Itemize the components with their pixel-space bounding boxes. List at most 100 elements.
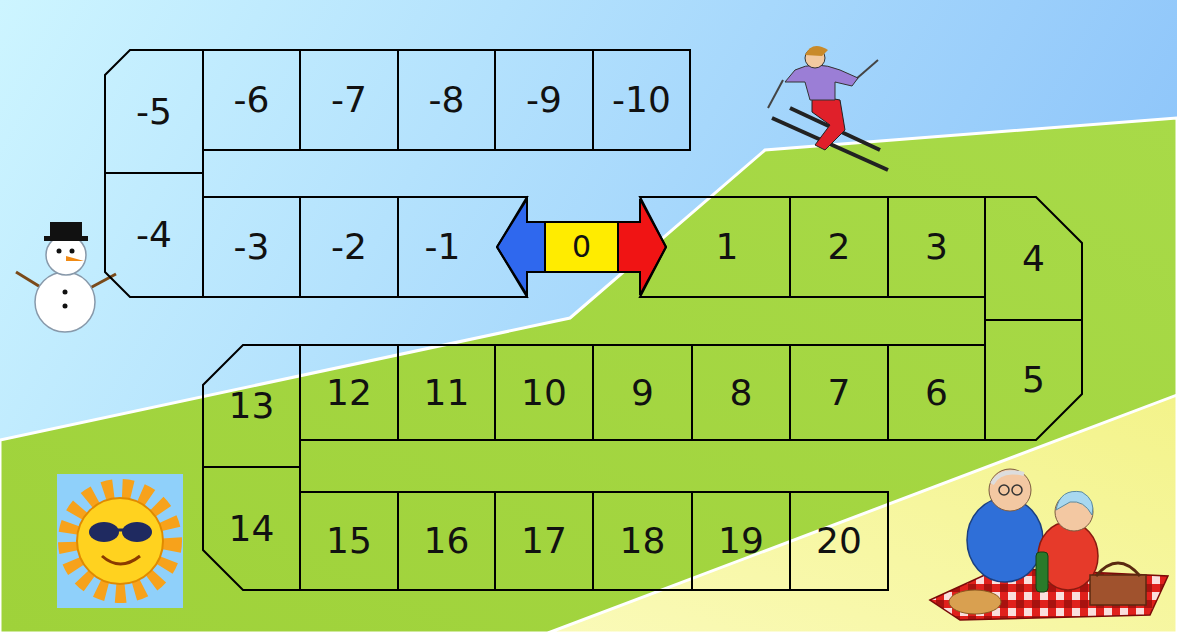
cell-border (790, 197, 888, 297)
number-cell: 12 (300, 345, 398, 440)
cell-number: -2 (331, 229, 367, 265)
snowman (16, 222, 116, 332)
cell-number: 0 (572, 232, 591, 262)
cell-border (495, 50, 593, 150)
number-cell: 1 (640, 197, 790, 297)
cell-number: 8 (730, 375, 753, 411)
cell-border (203, 467, 300, 590)
cell-border (203, 197, 300, 297)
cell-border (203, 50, 300, 150)
cell-number: 1 (716, 229, 739, 265)
cell-number: 12 (326, 375, 372, 411)
cell-number: 7 (828, 375, 851, 411)
number-cell: 10 (495, 345, 593, 440)
number-cell: 0 (545, 222, 618, 272)
cell-border (985, 197, 1082, 320)
cell-border (105, 173, 203, 297)
cell-number: 20 (816, 523, 862, 559)
cell-number: 17 (521, 523, 567, 559)
cell-number: 10 (521, 375, 567, 411)
cell-border (888, 345, 985, 440)
cell-number: 18 (620, 523, 666, 559)
cell-number: 13 (229, 388, 275, 424)
cell-border (398, 345, 495, 440)
cell-number: 16 (424, 523, 470, 559)
picnic-couple (930, 469, 1168, 620)
cell-border (692, 345, 790, 440)
number-cell: 19 (692, 492, 790, 590)
negative-arrow (497, 199, 545, 295)
cell-number: -3 (234, 229, 270, 265)
cell-number: 14 (229, 511, 275, 547)
cell-border (300, 345, 398, 440)
cell-border (203, 345, 300, 467)
number-cell: 6 (888, 345, 985, 440)
cell-number: -5 (136, 94, 172, 130)
cell-border (888, 197, 985, 297)
cell-number: 4 (1022, 241, 1045, 277)
cell-number: 15 (326, 523, 372, 559)
skier (768, 46, 888, 170)
cell-border (593, 50, 690, 150)
cell-number: 9 (631, 375, 654, 411)
number-cell: 9 (593, 345, 692, 440)
number-cell: 7 (790, 345, 888, 440)
number-cell: -1 (398, 197, 527, 297)
cell-number: 11 (424, 375, 470, 411)
number-cell: 18 (593, 492, 692, 590)
number-cell: 14 (203, 467, 300, 590)
number-cell: -3 (203, 197, 300, 297)
number-cell: 5 (985, 320, 1082, 440)
cell-border (790, 345, 888, 440)
number-cell: -6 (203, 50, 300, 150)
cell-number: -10 (612, 82, 671, 118)
cell-border (545, 222, 618, 272)
cell-number: -6 (234, 82, 270, 118)
number-cell: -8 (398, 50, 495, 150)
cell-number: 3 (925, 229, 948, 265)
cell-border (593, 492, 692, 590)
number-cell: -2 (300, 197, 398, 297)
cell-number: 2 (828, 229, 851, 265)
cell-border (300, 197, 398, 297)
number-cell: -7 (300, 50, 398, 150)
cell-border (790, 492, 888, 590)
number-cell: -4 (105, 173, 203, 297)
cell-border (692, 492, 790, 590)
number-cell: 13 (203, 345, 300, 467)
sand (548, 395, 1177, 633)
cell-number: -7 (331, 82, 367, 118)
number-cell: -10 (593, 50, 690, 150)
number-cell: 4 (985, 197, 1082, 320)
cell-border (398, 197, 527, 297)
cell-outline (398, 197, 527, 297)
number-cell: 20 (790, 492, 888, 590)
cell-border (495, 492, 593, 590)
cell-number: -9 (526, 82, 562, 118)
cell-number: 5 (1022, 362, 1045, 398)
cell-number: -4 (136, 217, 172, 253)
cell-border (300, 492, 398, 590)
positive-arrow (618, 199, 666, 295)
number-cell: 3 (888, 197, 985, 297)
cell-border (495, 345, 593, 440)
number-cell: 17 (495, 492, 593, 590)
cell-number: -8 (429, 82, 465, 118)
number-cell: 11 (398, 345, 495, 440)
cell-border (398, 50, 495, 150)
cell-border (300, 50, 398, 150)
cell-number: 19 (718, 523, 764, 559)
sun (57, 474, 183, 608)
cell-border (593, 345, 692, 440)
number-cell: -5 (105, 50, 203, 173)
number-cell: -9 (495, 50, 593, 150)
cell-number: 6 (925, 375, 948, 411)
number-cell: 8 (692, 345, 790, 440)
number-cell: 16 (398, 492, 495, 590)
number-cell: 2 (790, 197, 888, 297)
cell-border (105, 50, 203, 173)
cell-border (985, 320, 1082, 440)
cell-outline (640, 197, 790, 297)
